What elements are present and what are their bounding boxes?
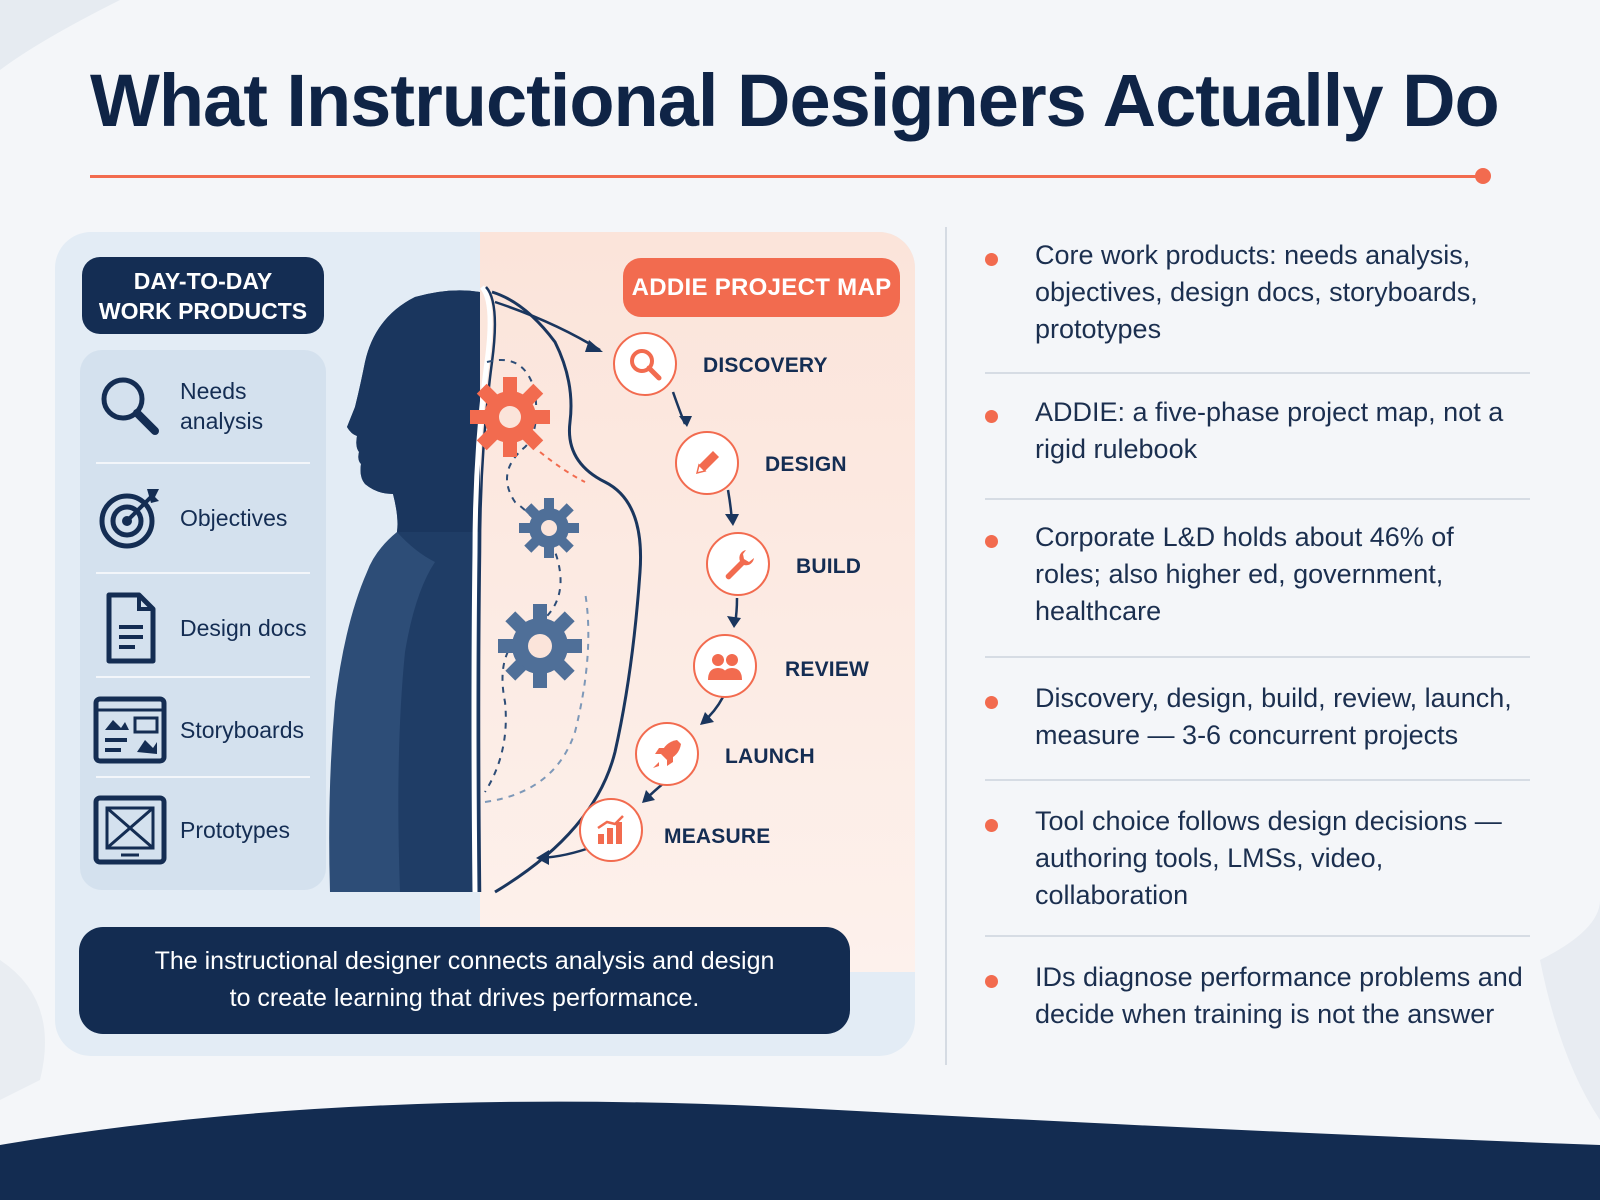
document-icon xyxy=(80,578,180,678)
bullet-dot xyxy=(985,696,998,709)
column-divider xyxy=(945,227,947,1065)
gear-icon-small xyxy=(519,498,579,558)
divider xyxy=(985,935,1530,937)
search-icon xyxy=(613,332,677,396)
divider xyxy=(985,779,1530,781)
divider xyxy=(96,776,310,778)
bullet-dot xyxy=(985,253,998,266)
bar-chart-icon xyxy=(579,798,643,862)
storyboard-icon xyxy=(80,680,180,780)
divider xyxy=(96,572,310,574)
title-underline-dot xyxy=(1475,168,1491,184)
divider xyxy=(96,462,310,464)
work-product-storyboards: Storyboards xyxy=(80,680,326,780)
phase-label-discovery: DISCOVERY xyxy=(703,354,828,377)
bullet-dot xyxy=(985,535,998,548)
pencil-icon xyxy=(675,431,739,495)
wireframe-icon xyxy=(80,780,180,880)
wrench-icon xyxy=(706,532,770,596)
phase-label-measure: MEASURE xyxy=(664,825,771,848)
work-products-header: DAY-TO-DAY WORK PRODUCTS xyxy=(82,257,324,334)
phase-label-launch: LAUNCH xyxy=(725,745,815,768)
work-product-design-docs: Design docs xyxy=(80,578,326,678)
bullet-dot xyxy=(985,819,998,832)
magnifier-icon xyxy=(80,356,180,456)
divider xyxy=(985,372,1530,374)
phase-label-build: BUILD xyxy=(796,555,862,578)
people-icon xyxy=(693,634,757,698)
target-icon xyxy=(80,468,180,568)
page-title: What Instructional Designers Actually Do xyxy=(90,59,1500,142)
divider xyxy=(985,656,1530,658)
addie-header: ADDIE PROJECT MAP xyxy=(623,258,900,317)
gear-icon-orange xyxy=(470,377,550,457)
silhouette-illustration xyxy=(329,285,741,894)
phase-label-review: REVIEW xyxy=(785,658,870,681)
divider xyxy=(96,676,310,678)
work-product-objectives: Objectives xyxy=(80,468,326,568)
gear-icon-large xyxy=(498,604,582,688)
bullet-dot xyxy=(985,410,998,423)
rocket-icon xyxy=(635,722,699,786)
phase-label-design: DESIGN xyxy=(765,453,847,476)
bullet-dot xyxy=(985,975,998,988)
title-underline xyxy=(90,175,1482,178)
caption-banner: The instructional designer connects anal… xyxy=(79,927,850,1034)
divider xyxy=(985,498,1530,500)
work-product-prototypes: Prototypes xyxy=(80,780,326,880)
